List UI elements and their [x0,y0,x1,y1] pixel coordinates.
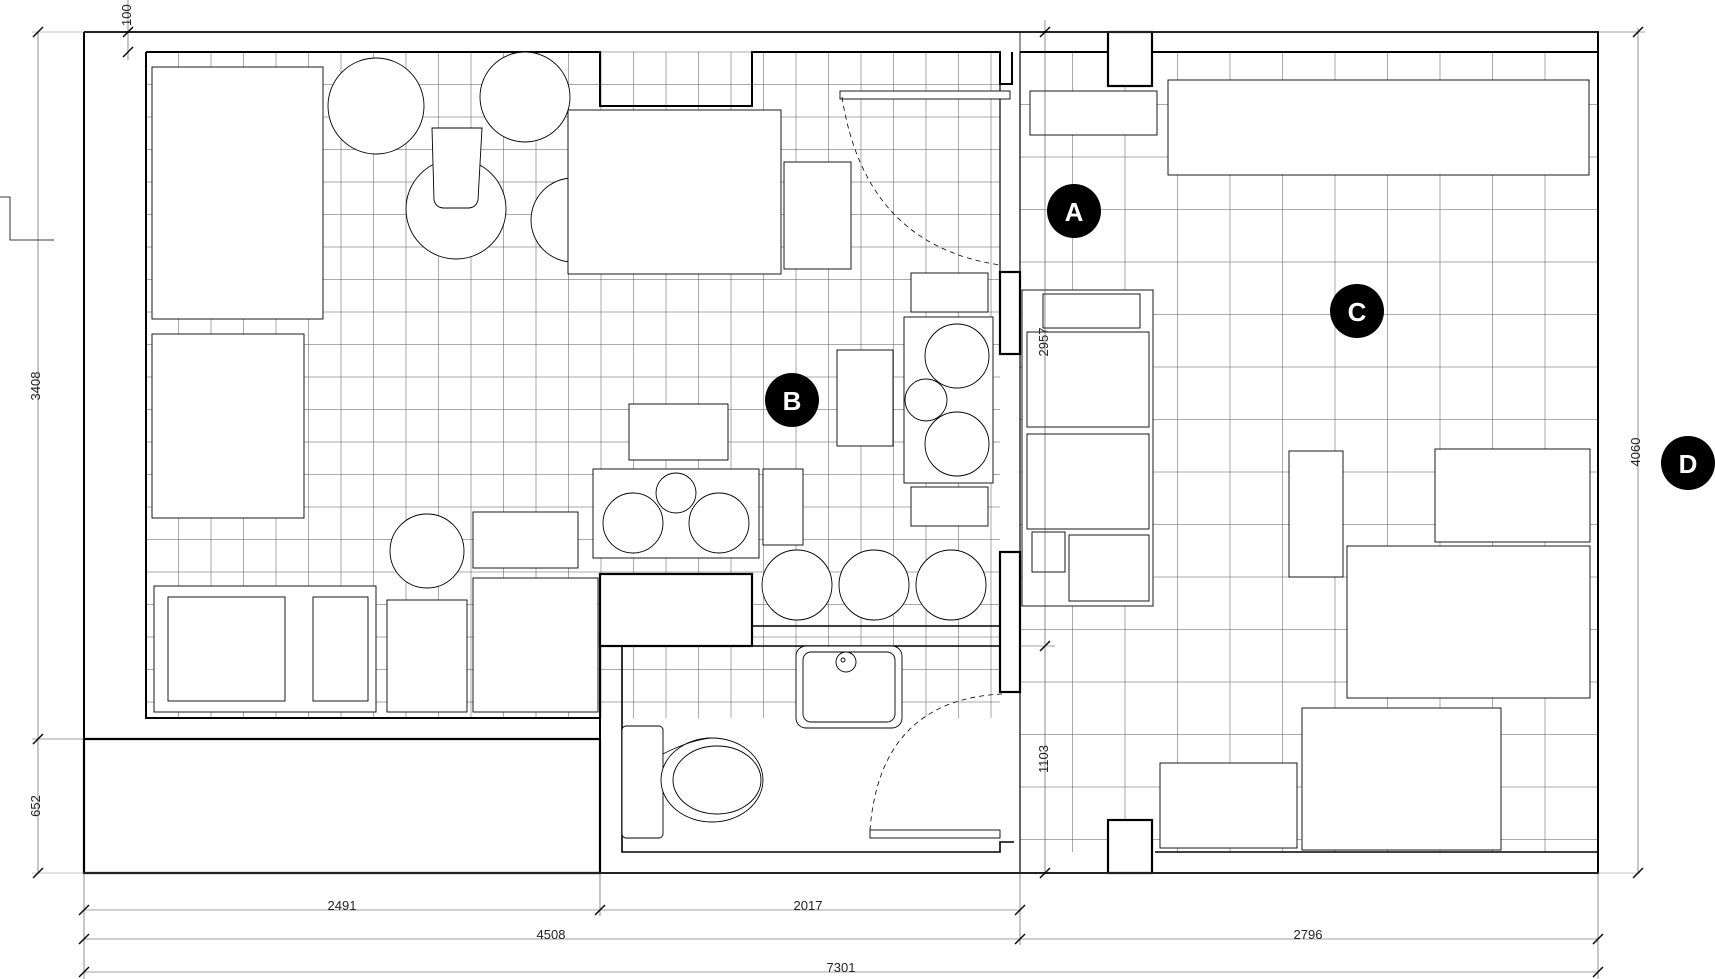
doors [839,90,1011,839]
room-label-d: D [1661,436,1715,490]
bench [472,511,579,569]
pillow [1042,293,1141,329]
bathroom [621,645,903,839]
wardrobe [1346,545,1591,699]
dim-bottom-total: 7301 [827,960,856,975]
chair-circle [327,57,425,155]
cabinet-low [472,577,599,713]
dim-right-total: 4060 [1628,438,1643,467]
toilet-tank [621,725,664,839]
bed-lower [1301,707,1502,851]
svg-text:D: D [1679,449,1698,479]
bench-lower [1159,762,1298,849]
room-label-c: C [1330,284,1384,338]
shelf [836,349,894,447]
sink-drain [835,651,857,673]
exterior-wall-lower [82,737,602,875]
shelf-right [1434,448,1591,543]
room-label-b: B [765,373,819,427]
desk [628,403,729,461]
dim-bottom-2: 2017 [794,898,823,913]
dim-bottom-sub: 4508 [537,927,566,942]
dim-inner-lower: 1103 [1036,745,1051,773]
room-label-a: A [1047,184,1101,238]
cabinet-mid [1288,450,1344,578]
furniture-right [1021,79,1591,851]
nightstand [1031,531,1066,573]
table-top [567,109,782,275]
chair-circle [761,549,833,621]
cabinet [783,161,852,270]
dimension-texts: 100 3408 652 2957 1103 4060 2491 2017 45… [28,4,1643,975]
burner [924,323,990,389]
chair-circle [602,492,664,554]
pouf-circle [389,513,465,589]
furniture-left [151,51,994,713]
dim-left-lower: 652 [28,795,43,817]
chair-circle [838,549,910,621]
chair-circle [655,472,697,514]
chair-circle [688,492,750,554]
dim-left-upper: 3408 [28,372,43,401]
dim-bottom-1: 2491 [328,898,357,913]
stove-box [910,272,989,313]
shelf-top [1029,90,1158,136]
dim-top-wall: 100 [119,4,134,26]
chair-circle [915,549,987,621]
walls [83,30,1599,875]
stove-box [910,486,989,527]
side-table [386,599,468,713]
dim-inner-upper: 2957 [1036,328,1051,357]
desk-top-right [1167,79,1590,176]
lamp-shape [431,127,483,209]
svg-text:A: A [1065,197,1084,227]
bed-end [1068,534,1150,602]
sofa-cushion [312,596,369,702]
bed-middle-left [151,333,305,519]
small-cabinet [762,468,804,546]
mattress-block [1026,433,1150,530]
dim-bottom-right: 2796 [1294,927,1323,942]
svg-text:B: B [783,386,802,416]
mattress-block [1026,331,1150,428]
burner [924,411,990,477]
bed-top-left [151,66,324,320]
burner [904,378,948,422]
dimension-lines [0,0,1645,979]
svg-text:C: C [1348,297,1367,327]
chair-circle [479,51,571,143]
sofa-cushion [167,596,286,702]
